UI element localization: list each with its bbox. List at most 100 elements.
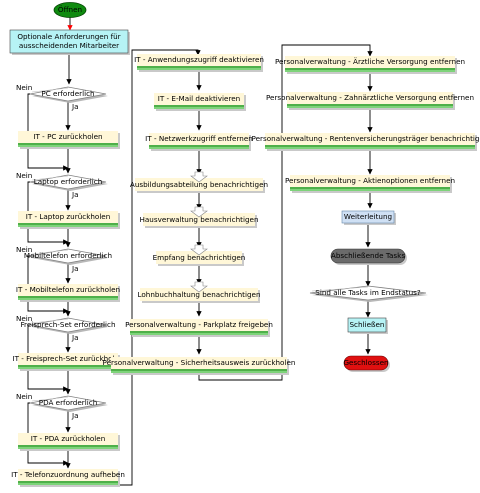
close-body (347, 317, 387, 333)
task-progress-bar-light (18, 367, 118, 369)
task-left-5[interactable]: IT - Mobiltelefon zurückholen (16, 284, 120, 302)
task-label: IT - PC zurückholen (33, 132, 102, 141)
decision-label: PDA erforderlich (39, 398, 98, 407)
task-progress-bar-light (18, 447, 118, 449)
notify-label: Empfang benachrichtigen (153, 253, 246, 262)
task-middle-2[interactable]: IT - Netzwerkzugriff entfernen (145, 133, 253, 151)
decision-label: Freisprech-Set erforderlich (20, 320, 115, 329)
conn-no-4 (27, 255, 69, 314)
notify-label: Ausbildungsabteilung benachrichtigen (130, 180, 268, 189)
task-progress-bar (18, 481, 118, 483)
notify-arrow-icon (190, 281, 208, 293)
task-progress-bar (265, 145, 475, 147)
forward-body (341, 210, 395, 224)
task-label: Personalverwaltung - Parkplatz freigeben (125, 320, 273, 329)
task-left-9[interactable]: IT - PDA zurückholen (18, 433, 120, 451)
label-nein: Nein (16, 245, 32, 254)
notify-body (135, 178, 263, 191)
task-middle-7[interactable]: Personalverwaltung - Parkplatz freigeben (125, 319, 273, 337)
notify-body (156, 251, 242, 264)
decision-0[interactable]: PC erforderlich (29, 86, 108, 103)
task-progress-bar (18, 143, 118, 145)
notify-middle-6[interactable]: Lohnbuchhaltung benachrichtigen (137, 281, 261, 303)
notify-arrow-icon (190, 171, 208, 183)
task-label: IT - Anwendungszugriff deaktivieren (134, 55, 264, 64)
task-middle-0[interactable]: IT - Anwendungszugriff deaktivieren (134, 54, 264, 72)
task-progress-bar-light (18, 483, 118, 485)
task-progress-bar (18, 365, 118, 367)
task-label: IT - Mobiltelefon zurückholen (16, 285, 120, 294)
label-ja: Ja (71, 264, 79, 273)
task-label: IT - Laptop zurückholen (26, 212, 111, 221)
task-right-0[interactable]: Personalverwaltung - Ärztliche Versorgun… (275, 56, 465, 74)
task-label: IT - PDA zurückholen (31, 434, 106, 443)
decision-label: Laptop erforderlich (34, 177, 103, 186)
intro-node[interactable]: Optionale Anforderungen fürausscheidende… (9, 29, 130, 55)
task-progress-bar (111, 369, 287, 371)
task-label: Personalverwaltung - Rentenversicherungs… (252, 134, 480, 143)
task-left-7[interactable]: IT - Freisprech-Set zurückholen (12, 353, 124, 371)
start-node[interactable]: Öffnen (53, 2, 87, 18)
task-progress-bar-light (149, 147, 249, 149)
task-label: Personalverwaltung - Ärztliche Versorgun… (275, 57, 465, 66)
notify-label: Hausverwaltung benachrichtigen (139, 215, 258, 224)
task-middle-1[interactable]: IT - E-Mail deaktivieren (154, 93, 246, 111)
final-tasks-label: Abschließende Tasks (331, 251, 405, 260)
end-label: Geschlossen (343, 358, 388, 367)
close-node[interactable]: Schließen (347, 317, 388, 334)
decision-6[interactable]: Freisprech-Set erforderlich (20, 317, 116, 334)
label-ja: Ja (71, 102, 79, 111)
label-ja: Ja (71, 333, 79, 342)
decision-8[interactable]: PDA erforderlich (29, 395, 108, 412)
task-progress-bar (285, 68, 455, 70)
notify-middle-4[interactable]: Hausverwaltung benachrichtigen (139, 206, 259, 228)
forward-node[interactable]: Weiterleitung (341, 210, 396, 225)
task-right-2[interactable]: Personalverwaltung - Rentenversicherungs… (252, 133, 480, 151)
task-right-3[interactable]: Personalverwaltung - Aktienoptionen entf… (285, 175, 455, 193)
notify-arrow-icon (190, 206, 208, 218)
task-progress-bar-light (18, 298, 118, 300)
final-tasks-node[interactable]: Abschließende Tasks (330, 248, 407, 265)
task-middle-8[interactable]: Personalverwaltung - Sicherheitsausweis … (103, 357, 296, 375)
decision-4[interactable]: Mobiltelefon erforderlich (24, 248, 112, 265)
end-node[interactable]: Geschlossen (343, 355, 390, 372)
label-nein: Nein (16, 392, 32, 401)
intro-label-line1: Optionale Anforderungen für (17, 32, 120, 41)
conn-left-to-middle (68, 49, 201, 486)
decision-label: PC erforderlich (41, 89, 94, 98)
task-left-3[interactable]: IT - Laptop zurückholen (18, 211, 120, 229)
task-progress-bar-light (137, 68, 261, 70)
decision-highlight (311, 286, 369, 292)
start-label: Öffnen (58, 5, 82, 14)
decision-highlight (31, 175, 69, 181)
decision-2[interactable]: Laptop erforderlich (29, 174, 108, 191)
task-right-1[interactable]: Personalverwaltung - Zahnärztliche Verso… (266, 92, 474, 110)
label-nein: Nein (16, 83, 32, 92)
final-tasks-body (330, 248, 406, 264)
decision-all-final[interactable]: Sind alle Tasks im Endstatus? (309, 285, 428, 302)
label-ja: Ja (71, 190, 79, 199)
close-label: Schließen (350, 320, 385, 329)
notify-middle-5[interactable]: Empfang benachrichtigen (153, 244, 246, 266)
task-progress-bar (137, 66, 261, 68)
task-progress-bar-light (290, 189, 450, 191)
task-left-10[interactable]: IT - Telefonzuordnung aufheben (11, 469, 125, 487)
notify-middle-3[interactable]: Ausbildungsabteilung benachrichtigen (130, 171, 268, 193)
decision-highlight (31, 396, 69, 402)
task-progress-bar-light (130, 333, 268, 335)
task-label: IT - E-Mail deaktivieren (158, 94, 241, 103)
task-label: Personalverwaltung - Sicherheitsausweis … (103, 358, 296, 367)
task-left-1[interactable]: IT - PC zurückholen (18, 131, 120, 149)
task-progress-bar (130, 331, 268, 333)
notify-body (143, 213, 255, 226)
decision-highlight (31, 249, 69, 255)
start-ellipse (53, 2, 87, 18)
label-ja: Ja (71, 411, 79, 420)
task-progress-bar-light (154, 107, 244, 109)
intro-body (9, 29, 129, 54)
task-progress-bar (287, 104, 453, 106)
task-progress-bar (18, 445, 118, 447)
task-progress-bar (149, 145, 249, 147)
